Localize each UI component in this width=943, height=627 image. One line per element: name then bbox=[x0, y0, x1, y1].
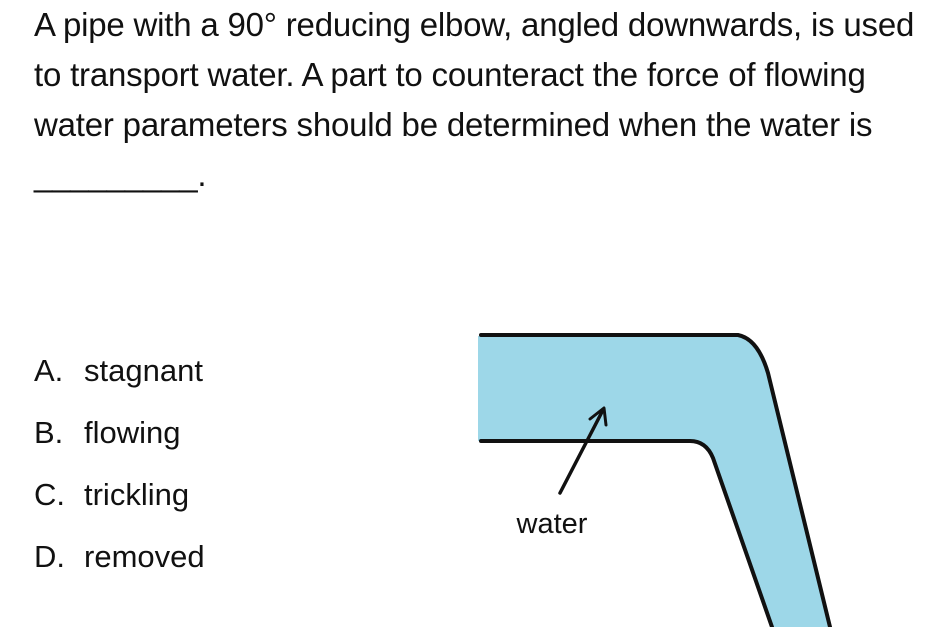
pipe-outer-wall bbox=[479, 333, 832, 627]
option-letter: C. bbox=[34, 477, 65, 512]
question-text: A pipe with a 90° reducing elbow, angled… bbox=[34, 6, 915, 193]
option-letter: B. bbox=[34, 415, 64, 450]
option-text: stagnant bbox=[84, 353, 203, 388]
option-text: flowing bbox=[84, 415, 181, 450]
option-letter: A. bbox=[34, 353, 64, 388]
water-label: water bbox=[516, 508, 588, 540]
option-text: trickling bbox=[84, 477, 190, 512]
option-c[interactable]: C. trickling bbox=[34, 464, 205, 526]
option-d[interactable]: D. removed bbox=[34, 526, 205, 588]
pipe-inner-wall bbox=[479, 439, 774, 627]
arrow-head bbox=[588, 406, 608, 427]
option-b[interactable]: B. flowing bbox=[34, 402, 205, 464]
option-text: removed bbox=[84, 539, 205, 574]
arrow-shaft bbox=[558, 408, 605, 495]
option-a[interactable]: A. stagnant bbox=[34, 340, 205, 402]
answer-options: A. stagnant B. flowing C. trickling D. remov… bbox=[34, 340, 205, 588]
pipe-water-fill bbox=[478, 336, 828, 627]
option-letter: D. bbox=[34, 539, 65, 574]
